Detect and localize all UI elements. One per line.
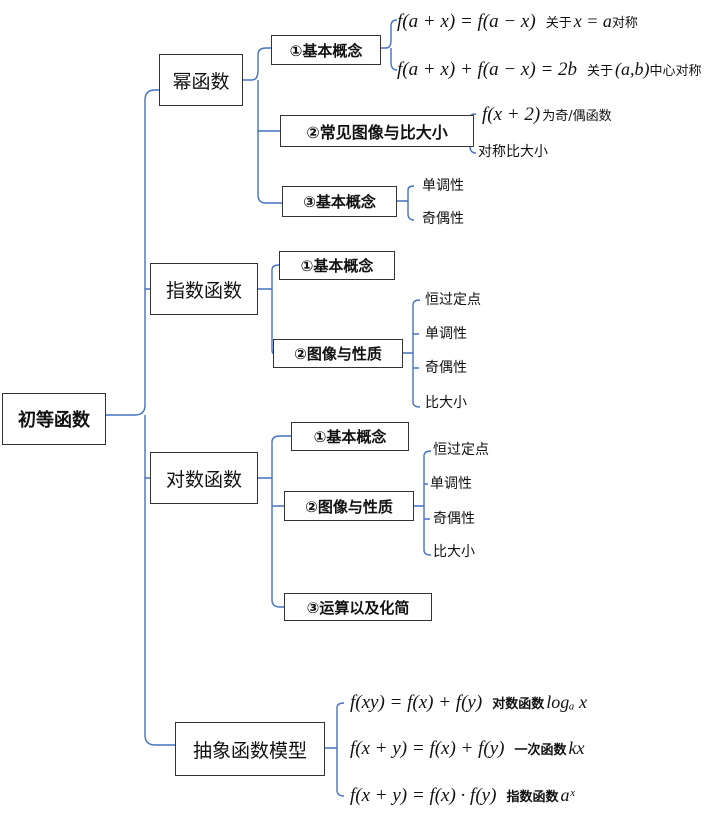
power-concept1-bracket bbox=[381, 19, 398, 71]
log-graph-item: 单调性 bbox=[430, 476, 472, 492]
exp-graph-bracket bbox=[403, 299, 421, 408]
tail: 对称 bbox=[611, 16, 638, 31]
abstract-bracket bbox=[325, 702, 345, 797]
log-graph-node: ②图像与性质 bbox=[284, 491, 414, 521]
power-concept3-bracket bbox=[397, 185, 415, 221]
formula: f(x + y) = f(x) · f(y) bbox=[350, 785, 497, 806]
log-graph-item: 比大小 bbox=[433, 544, 475, 560]
abstract-function-node: 抽象函数模型 bbox=[175, 722, 325, 776]
power-graph-item-compare: 对称比大小 bbox=[478, 144, 548, 160]
exp-graph-item: 恒过定点 bbox=[425, 292, 481, 308]
power-function-node: 幂函数 bbox=[159, 54, 243, 106]
log-graph-bracket bbox=[414, 450, 432, 556]
log-function-node: 对数函数 bbox=[150, 452, 258, 504]
log-bracket bbox=[258, 435, 291, 608]
exp-graph-item: 单调性 bbox=[425, 326, 467, 342]
log-ops-node: ③运算以及化简 bbox=[284, 593, 432, 621]
exp-graph-item: 奇偶性 bbox=[425, 360, 467, 376]
power-graph-item-parity: f(x + 2)为奇/偶函数 bbox=[482, 104, 612, 128]
log-graph-item: 奇偶性 bbox=[433, 511, 475, 527]
log-concept-node: ①基本概念 bbox=[291, 422, 409, 451]
power-concept3-node: ③基本概念 bbox=[282, 186, 397, 217]
exp-graph-node: ②图像与性质 bbox=[273, 339, 403, 368]
power-bracket bbox=[243, 47, 282, 204]
power-concept1-node: ①基本概念 bbox=[271, 35, 381, 65]
math: kx bbox=[568, 738, 585, 758]
tail: 为奇/偶函数 bbox=[542, 109, 612, 124]
formula: f(a + x) + f(a − x) = 2b bbox=[397, 59, 578, 80]
math: logₐ x bbox=[546, 692, 587, 712]
math: (a,b) bbox=[615, 59, 650, 79]
formula: f(x + y) = f(x) + f(y) bbox=[350, 738, 505, 759]
desc: 关于 bbox=[587, 64, 614, 79]
desc: 关于 bbox=[545, 16, 572, 31]
root-bracket bbox=[106, 89, 175, 746]
tail: 中心对称 bbox=[649, 64, 702, 79]
exp-function-node: 指数函数 bbox=[150, 263, 258, 315]
desc: 对数函数 bbox=[492, 697, 545, 712]
exp-concept-node: ①基本概念 bbox=[279, 251, 395, 280]
desc: 一次函数 bbox=[514, 743, 567, 758]
log-graph-item: 恒过定点 bbox=[433, 442, 489, 458]
power-concept3-item: 奇偶性 bbox=[422, 211, 464, 227]
formula: f(a + x) = f(a − x) bbox=[397, 11, 536, 32]
formula: f(x + 2) bbox=[482, 104, 541, 125]
desc: 指数函数 bbox=[506, 790, 559, 805]
math: x = a bbox=[573, 11, 612, 31]
math: aˣ bbox=[560, 785, 575, 805]
root-node: 初等函数 bbox=[2, 393, 106, 445]
formula: f(xy) = f(x) + f(y) bbox=[350, 692, 483, 713]
exp-graph-item: 比大小 bbox=[425, 395, 467, 411]
power-concept3-item: 单调性 bbox=[422, 178, 464, 194]
power-formula-center-symmetry: f(a + x) + f(a − x) = 2b 关于(a,b)中心对称 bbox=[397, 58, 702, 83]
power-graph-node: ②常见图像与比大小 bbox=[280, 115, 474, 147]
